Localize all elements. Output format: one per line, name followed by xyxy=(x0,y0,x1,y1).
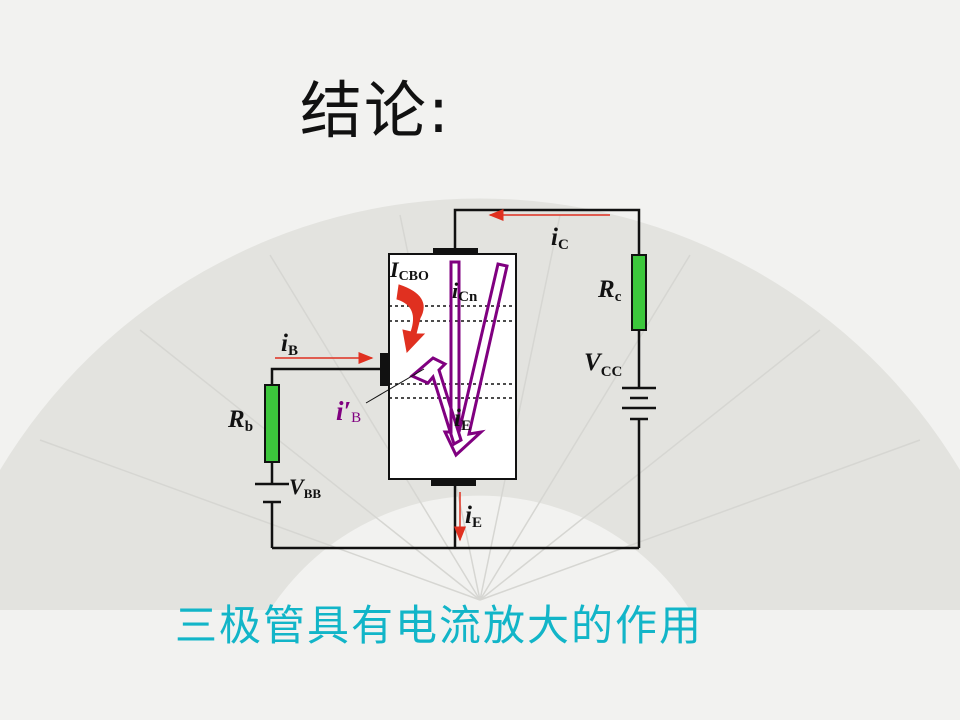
ib-prime-pointer xyxy=(365,368,425,404)
label-icn: iCn xyxy=(452,278,478,305)
label-vcc: VCC xyxy=(584,349,622,380)
page-title: 结论: xyxy=(300,74,451,147)
label-icbo: ICBO xyxy=(389,257,429,284)
icn-flow-arrow xyxy=(442,260,509,458)
label-rb: Rb xyxy=(227,406,253,435)
resistor-rc xyxy=(631,254,647,331)
label-ie-inner: iE xyxy=(454,405,471,434)
current-arrows xyxy=(275,209,610,542)
label-vbb: VBB xyxy=(289,474,321,501)
label-ic: iC xyxy=(551,224,569,253)
battery-vcc xyxy=(622,386,656,421)
battery-vbb xyxy=(255,482,289,504)
label-ib: iB xyxy=(281,330,298,359)
ie-flow-arrow xyxy=(409,356,463,447)
resistor-rb xyxy=(264,384,280,463)
label-ie: iE xyxy=(465,502,482,531)
label-rc: Rc xyxy=(597,276,622,305)
label-ib-prime: i′B xyxy=(336,396,361,426)
conclusion-text: 三极管具有电流放大的作用 xyxy=(175,601,704,650)
icbo-arrow xyxy=(396,284,426,354)
